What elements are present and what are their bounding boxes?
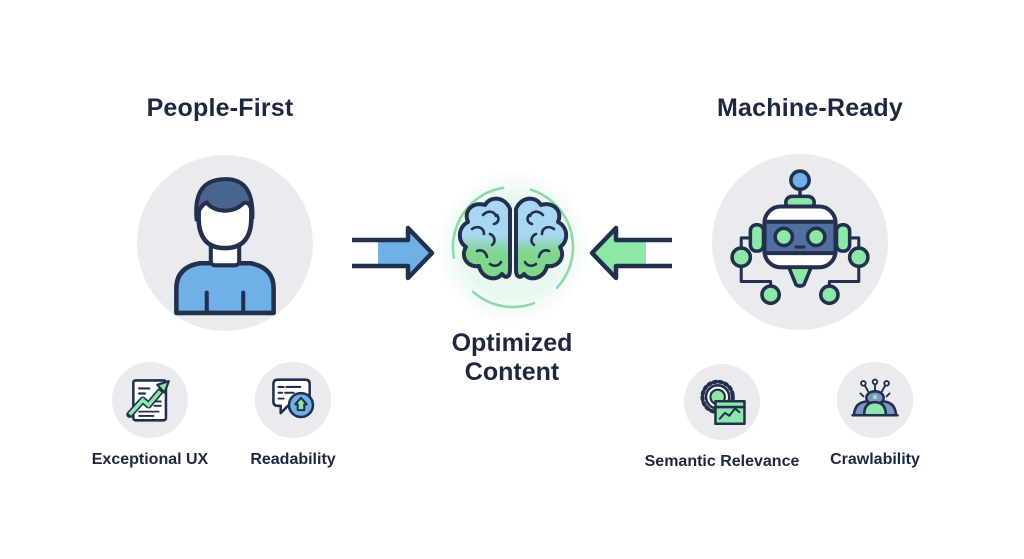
crawlability-circle [837, 362, 913, 438]
speech-bubble-badge-icon [272, 378, 315, 419]
right-arrow-icon [349, 224, 436, 282]
optimized-content-line2: Content [464, 358, 560, 386]
feature-exceptional-ux: Exceptional UX [75, 362, 225, 469]
readability-circle [255, 362, 331, 438]
exceptional-ux-label: Exceptional UX [91, 451, 209, 468]
robot-circle [712, 154, 888, 330]
exceptional-ux-circle [112, 362, 188, 438]
document-growth-chart-icon [126, 379, 170, 422]
person-icon [174, 177, 276, 316]
readability-label: Readability [250, 451, 336, 468]
crawler-bot-icon [851, 378, 899, 417]
brain-icon [433, 167, 593, 327]
feature-semantic-relevance: Semantic Relevance [637, 364, 807, 471]
optimized-content-line1: Optimized [451, 329, 573, 357]
person-circle [137, 155, 313, 331]
gear-analytics-icon [700, 379, 746, 426]
machine-ready-title: Machine-Ready [717, 94, 903, 122]
feature-readability: Readability [218, 362, 368, 469]
people-first-title: People-First [146, 94, 294, 122]
left-arrow-icon [588, 224, 675, 282]
feature-crawlability: Crawlability [800, 362, 950, 469]
semantic-relevance-label: Semantic Relevance [644, 453, 800, 470]
crawlability-label: Crawlability [830, 451, 920, 468]
optimized-content-title: Optimized Content [412, 329, 612, 387]
robot-icon [730, 169, 870, 306]
semantic-relevance-circle [684, 364, 760, 440]
